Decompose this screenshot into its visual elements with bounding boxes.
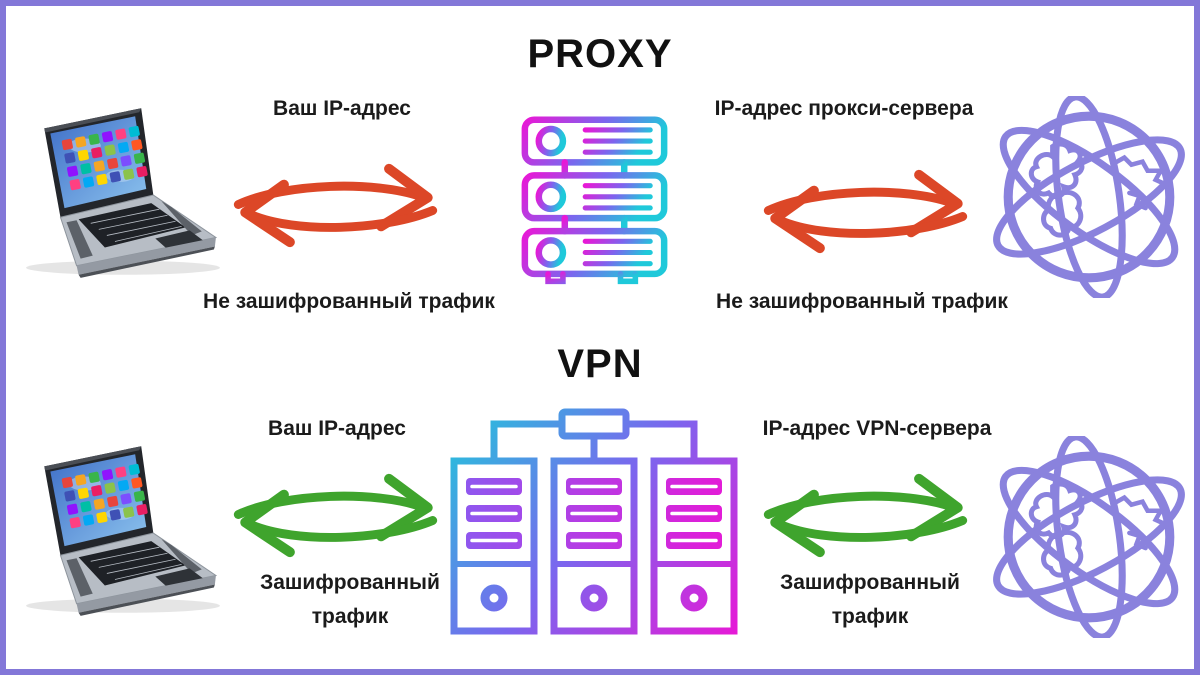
laptop-icon	[14, 438, 226, 620]
exchange-arrows-icon	[225, 145, 446, 264]
proxy-server-rack-icon	[516, 116, 673, 285]
vpn-section-title: VPN	[557, 342, 643, 386]
proxy-right-traffic-label: Не зашифрованный трафик	[716, 290, 1008, 313]
proxy-section-title: PROXY	[527, 32, 673, 76]
proxy-server-ip-label: IP-адрес прокси-сервера	[714, 97, 974, 120]
internet-globe-icon	[986, 96, 1192, 298]
exchange-arrows-icon	[755, 455, 976, 574]
internet-globe-icon	[986, 436, 1192, 638]
exchange-arrows-icon	[225, 455, 446, 574]
vpn-server-ip-label: IP-адрес VPN-сервера	[762, 417, 992, 440]
exchange-arrows-icon	[755, 151, 976, 270]
vpn-right-traffic-label: Зашифрованный трафик	[780, 571, 960, 628]
laptop-icon	[14, 100, 226, 282]
vpn-server-cluster-icon	[448, 406, 740, 643]
proxy-your-ip-label: Ваш IP-адрес	[273, 97, 411, 120]
vpn-left-traffic-label: Зашифрованный трафик	[260, 571, 440, 628]
vpn-your-ip-label: Ваш IP-адрес	[268, 417, 406, 440]
proxy-left-traffic-label: Не зашифрованный трафик	[203, 290, 495, 313]
